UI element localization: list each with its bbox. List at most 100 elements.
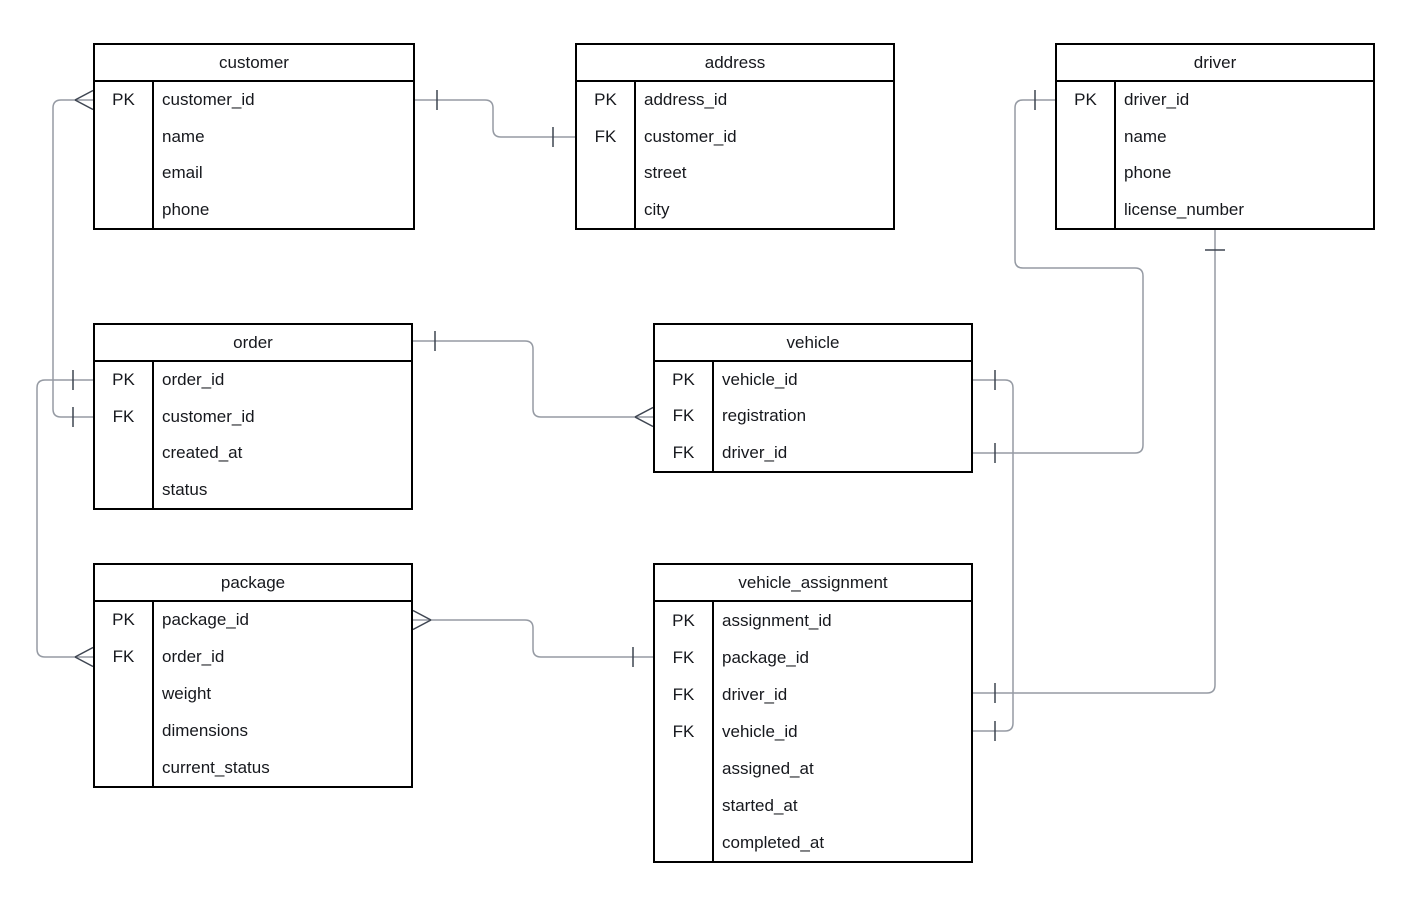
crow-foot-many-icon: [74, 89, 94, 111]
attribute-row: PK package_id: [95, 602, 411, 639]
attribute-name: address_id: [644, 90, 728, 110]
entity-title: order: [95, 325, 411, 362]
crow-foot-many-icon: [634, 406, 654, 428]
attribute-row: license_number: [1057, 191, 1373, 228]
key-cell: FK: [655, 713, 714, 750]
entity-package: package PK package_id FK order_id weight…: [93, 563, 413, 788]
relationship-customer-address: [415, 90, 575, 147]
attribute-name: registration: [722, 406, 807, 426]
attribute-name: assignment_id: [722, 610, 832, 630]
entity-title: address: [577, 45, 893, 82]
entity-driver: driver PK driver_id name phone license_n…: [1055, 43, 1375, 230]
key-cell: FK: [655, 398, 714, 435]
key-cell: [95, 471, 154, 508]
attribute-name: package_id: [162, 610, 249, 630]
entity-vehicle: vehicle PK vehicle_id FK registration FK…: [653, 323, 973, 473]
attribute-name: vehicle_id: [722, 721, 798, 741]
attribute-name: status: [162, 479, 208, 499]
key-cell: [95, 749, 154, 786]
key-cell: [95, 712, 154, 750]
key-cell: [95, 675, 154, 713]
entity-order: order PK order_id FK customer_id created…: [93, 323, 413, 510]
key-cell: [1057, 155, 1116, 192]
attribute-row: PK address_id: [577, 82, 893, 119]
attribute-row: dimensions: [95, 712, 411, 750]
key-cell: FK: [95, 398, 154, 435]
entity-vehicle-assignment: vehicle_assignment PK assignment_id FK p…: [653, 563, 973, 863]
attribute-name: started_at: [722, 795, 798, 815]
attribute-name: phone: [1124, 163, 1172, 183]
relationship-driver-vehicle-assignment: [973, 230, 1225, 703]
attribute-row: name: [95, 118, 413, 155]
crow-foot-many-icon: [412, 609, 432, 631]
entity-title: driver: [1057, 45, 1373, 82]
attribute-row: city: [577, 191, 893, 228]
key-cell: PK: [655, 362, 714, 399]
key-cell: FK: [577, 118, 636, 155]
key-cell: [655, 787, 714, 824]
entity-title: package: [95, 565, 411, 602]
attribute-name: customer_id: [162, 406, 255, 426]
key-cell: PK: [95, 602, 154, 639]
attribute-row: FK driver_id: [655, 434, 971, 471]
attribute-name: driver_id: [722, 442, 788, 462]
attribute-name: phone: [162, 199, 210, 219]
entity-rows: PK assignment_id FK package_id FK driver…: [655, 602, 971, 861]
key-cell: FK: [655, 434, 714, 471]
attribute-name: dimensions: [162, 720, 248, 740]
key-cell: PK: [577, 82, 636, 119]
entity-title: customer: [95, 45, 413, 82]
attribute-name: customer_id: [644, 126, 737, 146]
crow-foot-many-icon: [74, 646, 94, 668]
entity-title: vehicle_assignment: [655, 565, 971, 602]
attribute-name: customer_id: [162, 90, 255, 110]
key-cell: FK: [95, 638, 154, 676]
attribute-name: package_id: [722, 647, 809, 667]
entity-rows: PK driver_id name phone license_number: [1057, 82, 1373, 228]
attribute-name: vehicle_id: [722, 370, 798, 390]
attribute-row: FK customer_id: [95, 398, 411, 435]
attribute-row: FK order_id: [95, 638, 411, 676]
key-cell: FK: [655, 639, 714, 676]
key-cell: [655, 824, 714, 861]
attribute-row: completed_at: [655, 824, 971, 861]
attribute-row: FK registration: [655, 398, 971, 435]
relationship-package-vehicle-assignment: [412, 609, 653, 667]
attribute-row: PK assignment_id: [655, 602, 971, 639]
entity-title: vehicle: [655, 325, 971, 362]
attribute-row: FK driver_id: [655, 676, 971, 713]
attribute-name: order_id: [162, 370, 225, 390]
attribute-row: assigned_at: [655, 750, 971, 787]
attribute-row: PK vehicle_id: [655, 362, 971, 399]
attribute-row: phone: [1057, 155, 1373, 192]
key-cell: PK: [95, 82, 154, 119]
attribute-name: license_number: [1124, 199, 1245, 219]
attribute-name: created_at: [162, 443, 243, 463]
entity-rows: PK order_id FK customer_id created_at st…: [95, 362, 411, 508]
attribute-name: email: [162, 163, 203, 183]
attribute-name: completed_at: [722, 832, 825, 852]
attribute-row: status: [95, 471, 411, 508]
attribute-name: name: [1124, 126, 1167, 146]
key-cell: [577, 191, 636, 228]
key-cell: PK: [655, 602, 714, 639]
key-cell: [1057, 118, 1116, 155]
attribute-row: started_at: [655, 787, 971, 824]
attribute-name: driver_id: [1124, 90, 1190, 110]
attribute-row: FK vehicle_id: [655, 713, 971, 750]
attribute-name: street: [644, 163, 687, 183]
attribute-row: FK package_id: [655, 639, 971, 676]
key-cell: [577, 155, 636, 192]
key-cell: [1057, 191, 1116, 228]
entity-address: address PK address_id FK customer_id str…: [575, 43, 895, 230]
attribute-name: weight: [162, 683, 212, 703]
relationship-vehicle-vehicle-assignment: [973, 370, 1014, 741]
key-cell: [95, 155, 154, 192]
attribute-row: FK customer_id: [577, 118, 893, 155]
relationship-order-package: [36, 370, 94, 668]
entity-customer: customer PK customer_id name email phone: [93, 43, 415, 230]
key-cell: FK: [655, 676, 714, 713]
key-cell: [95, 435, 154, 472]
attribute-name: name: [162, 126, 205, 146]
